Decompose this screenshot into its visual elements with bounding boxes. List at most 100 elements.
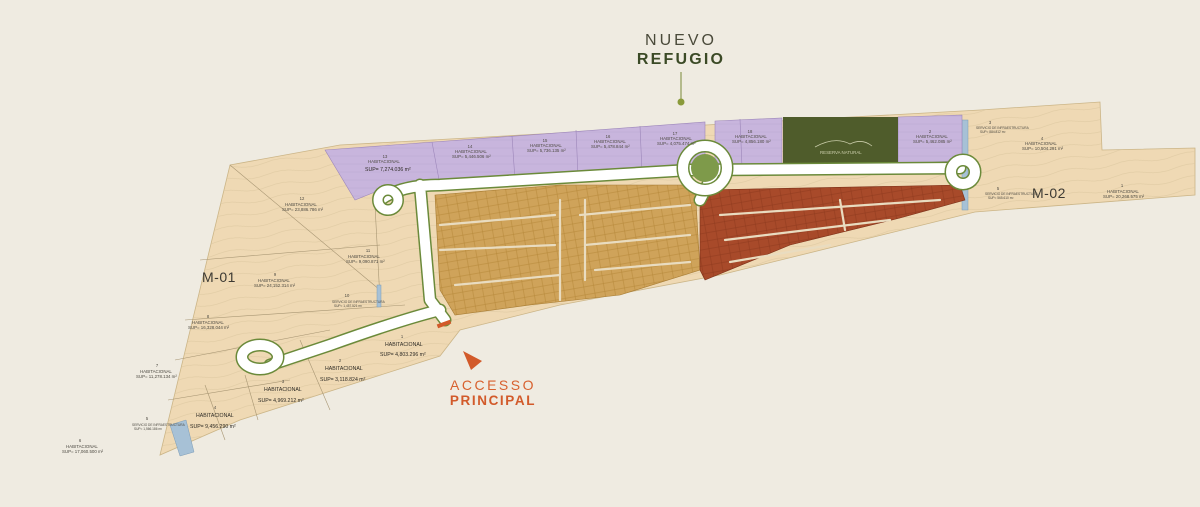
lot-number: 11 [366,248,371,253]
acceso-principal-line2: PRINCIPAL [449,393,537,408]
lot-number: 5 [997,186,1000,191]
lot-type: HABITACIONAL [594,139,626,144]
lot-type: HABITACIONAL [530,143,562,148]
lot-type: HABITACIONAL [660,136,692,141]
lot-type: HABITACIONAL [385,342,423,348]
lot-number: 15 [543,138,548,143]
lot-10: 10 SERVICIO DE INFRAESTRUCTURA SUP= 1,45… [332,293,386,308]
lot-number: 7 [156,363,159,368]
lot-area: SUP= 17,060.500 m² [62,449,104,454]
rust-residential-block [699,184,966,281]
lot-area: SUP= 5,478.844 m² [591,144,630,149]
lot-east-5: 5 SERVICIO DE INFRAESTRUCTURA SUP= 565.6… [985,186,1039,200]
lot-area: SUP= 7,274.036 m² [365,167,411,173]
lot-east-3: 3 SERVICIO DE INFRAESTRUCTURA SUP= 884.8… [976,120,1030,134]
lot-number: 9 [274,272,277,277]
lot-11: 11 HABITACIONAL SUP= 9,090.871 m² [346,248,385,264]
lot-14: 14 HABITACIONAL SUP= 5,446.506 m² [452,144,491,159]
nuevo-refugio-line2: REFUGIO [636,51,726,68]
lot-number: 13 [383,154,388,159]
lot-type: SERVICIO DE INFRAESTRUCTURA [985,192,1039,196]
roundabout-center [691,154,719,182]
lot-type: HABITACIONAL [1107,189,1139,194]
lot-area: SUP= 3,118.824 m² [320,377,366,383]
lot-number: 3 [282,379,285,384]
acceso-principal-title: ACCESSO PRINCIPAL [432,378,554,408]
entrance-gate [436,319,452,329]
lot-18: 18 HABITACIONAL SUP= 4,856.180 m² [732,129,771,144]
purple-lot-dividers [431,118,743,186]
lot-number: 18 [748,129,753,134]
green-park [783,117,898,167]
lot-type: HABITACIONAL [66,444,98,449]
lot-type: HABITACIONAL [140,369,172,374]
lot-number: 1 [401,334,404,339]
lot-9: 9 HABITACIONAL SUP= 24,152.314 m² [254,272,296,288]
lot-8: 8 HABITACIONAL SUP= 16,328.044 m² [188,314,230,330]
lot-area: SUP= 884.812 m² [980,130,1005,134]
lot-type: SERVICIO DE INFRAESTRUCTURA [976,126,1030,130]
lot-area: SUP= 11,278.134 m² [136,374,177,379]
lot-type: HABITACIONAL [285,202,317,207]
lot-2: 2 HABITACIONAL SUP= 3,118.824 m² [320,358,366,383]
lot-type: HABITACIONAL [192,320,224,325]
lot-area: SUP= 5,736.135 m² [527,148,566,153]
lot-type: HABITACIONAL [325,366,363,372]
lot-area: SUP= 1,457.521 m² [334,304,362,308]
lot-area: SUP= 4,803.296 m² [380,352,426,358]
park-label: RESERVA NATURAL [820,150,862,155]
lot-area: SUP= 4,856.180 m² [732,139,771,144]
internal-streets [438,198,942,302]
lot-type: HABITACIONAL [1025,141,1057,146]
nuevo-refugio-line1: NUEVO [645,32,717,49]
north-lot-labels: 13 HABITACIONAL SUP= 7,274.036 m² 14 HAB… [365,129,952,173]
left-lot-labels: 12 HABITACIONAL SUP= 23,886.786 m² 11 HA… [62,196,386,454]
lot-east-1: 1 HABITACIONAL SUP= 20,268.575 m² [1103,183,1145,199]
lot-12: 12 HABITACIONAL SUP= 23,886.786 m² [282,196,324,212]
lot-type: HABITACIONAL [264,387,302,393]
lot-13: 13 HABITACIONAL SUP= 7,274.036 m² [365,154,411,173]
lot-number: 16 [606,134,611,139]
lot-number: 8 [207,314,210,319]
lot-type: HABITACIONAL [455,149,487,154]
main-road-network [235,139,982,376]
lot-5: 5 SERVICIO DE INFRAESTRUCTURA SUP= 1,566… [132,416,186,431]
nuevo-refugio-title: NUEVO REFUGIO [622,33,740,68]
lot-area: SUP= 4,969.212 m² [258,398,304,404]
lot-type: HABITACIONAL [258,278,290,283]
golden-residential-block [434,184,701,316]
lot-17: 17 HABITACIONAL SUP= 4,075.474 m² [657,131,696,146]
lot-area: SUP= 20,268.575 m² [1103,194,1145,199]
lot-number: 12 [300,196,305,201]
zone-label-m02: M-02 [1032,185,1066,201]
pointer-dot [677,98,685,106]
lot-number: 2 [929,129,932,134]
lot-area: SUP= 24,152.314 m² [254,283,296,288]
lot-type: HABITACIONAL [916,134,948,139]
lot-area: SUP= 565.610 m² [988,196,1013,200]
lot-north-2: 2 HABITACIONAL SUP= 5,462.085 m² [913,129,952,144]
zone-label-m01: M-01 [202,269,236,285]
lot-area: SUP= 5,446.506 m² [452,154,491,159]
lot-number: 5 [146,416,149,421]
lot-area: SUP= 23,886.786 m² [282,207,324,212]
lot-type: HABITACIONAL [368,159,400,164]
lot-area: SUP= 1,566.186 m² [134,427,162,431]
lot-area: SUP= 16,328.044 m² [188,325,230,330]
lot-type: SERVICIO DE INFRAESTRUCTURA [132,423,186,427]
lot-7: 7 HABITACIONAL SUP= 11,278.134 m² [136,363,177,379]
lot-type: HABITACIONAL [735,134,767,139]
lot-1: 1 HABITACIONAL SUP= 4,803.296 m² [380,334,426,358]
lot-number: 10 [345,293,350,298]
lot-area: SUP= 4,075.474 m² [657,141,696,146]
lot-number: 1 [1121,183,1124,188]
lot-number: 4 [214,405,217,410]
lot-type: SERVICIO DE INFRAESTRUCTURA [332,300,386,304]
lot-area: SUP= 9,456.290 m² [190,424,236,430]
lot-16: 16 HABITACIONAL SUP= 5,478.844 m² [591,134,630,149]
front-lot-labels: 1 HABITACIONAL SUP= 4,803.296 m² 2 HABIT… [190,334,426,430]
east-lot-labels: 4 HABITACIONAL SUP= 10,504.291 m² 3 SERV… [976,120,1145,200]
lot-number: 17 [673,131,678,136]
